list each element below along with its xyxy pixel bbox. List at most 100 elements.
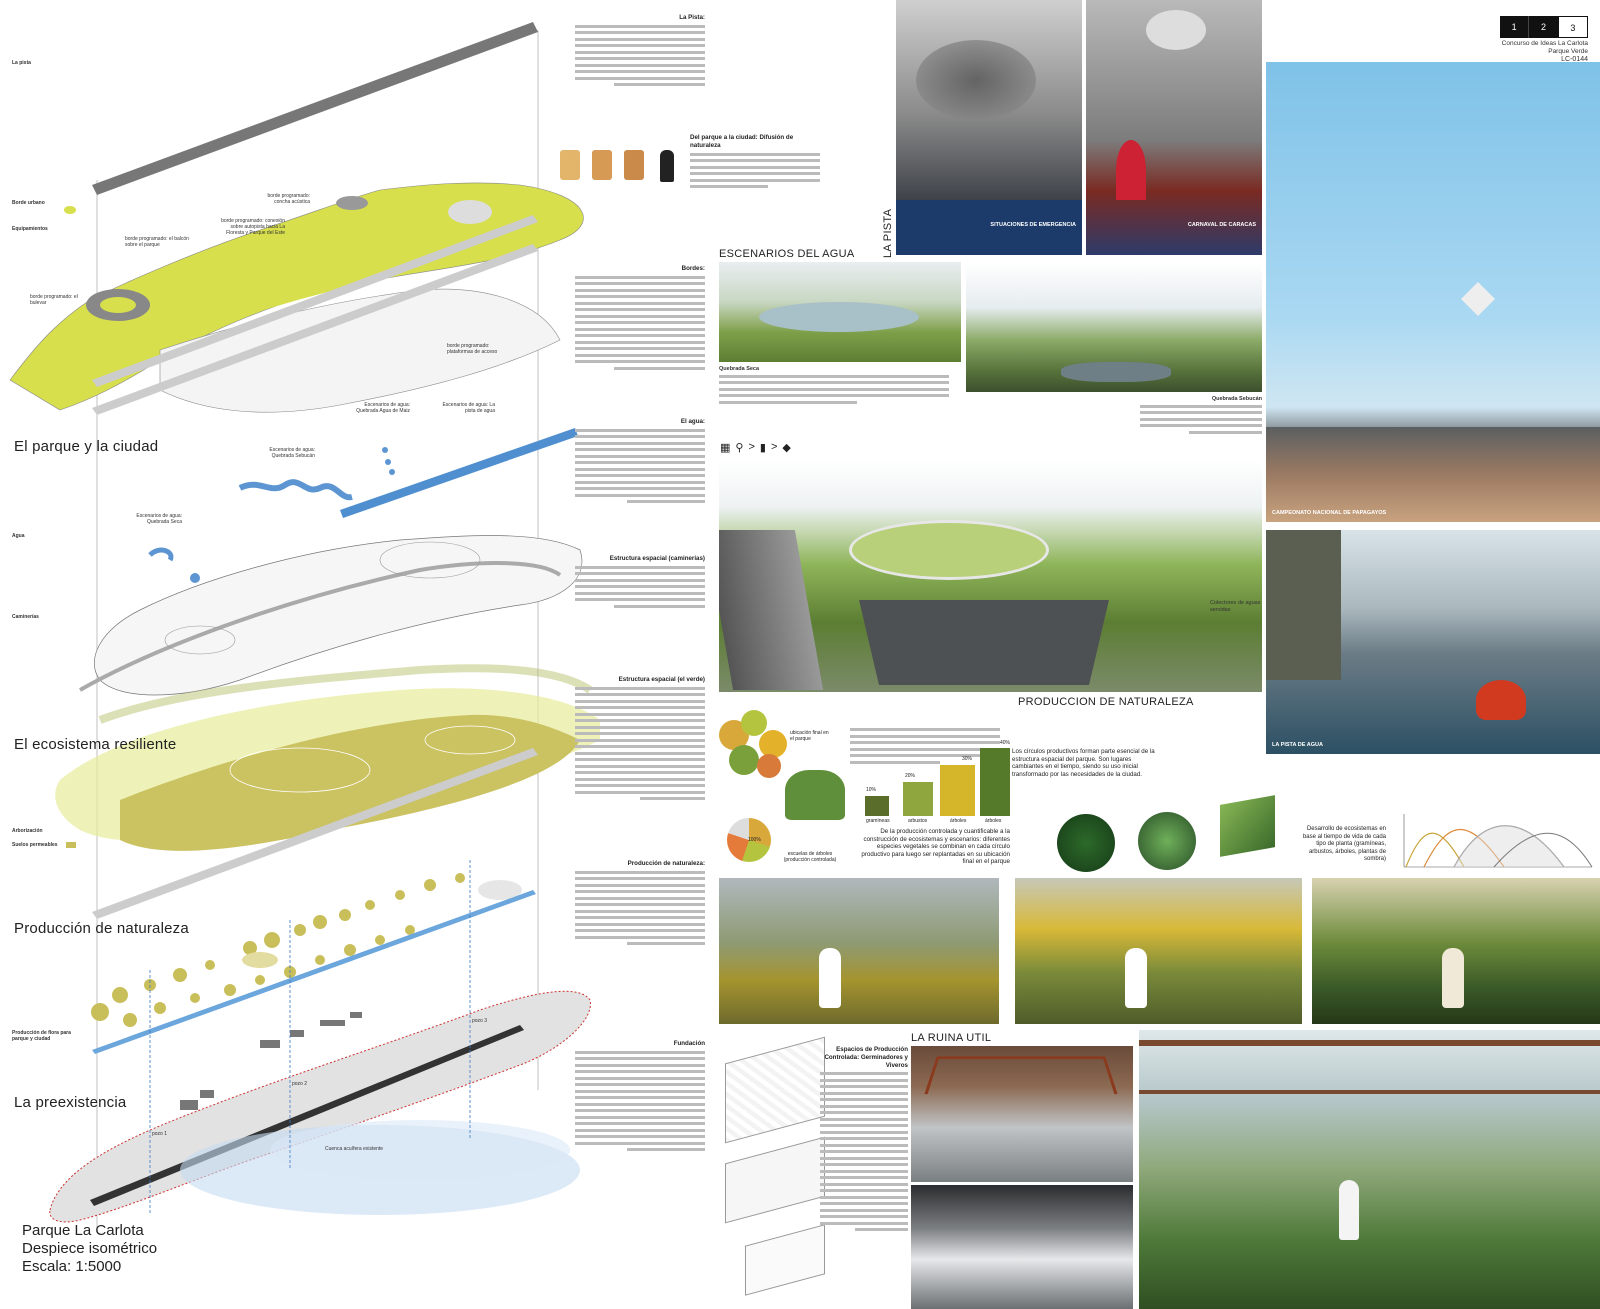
caption-carnaval: CARNAVAL DE CARACAS (1187, 222, 1256, 228)
water-channel (859, 600, 1109, 685)
board-subtitle: Despiece isométrico (22, 1240, 158, 1257)
label-plataformas: borde programado: plataformas de acceso (447, 343, 498, 355)
board-scale: Escala: 1:5000 (22, 1258, 122, 1275)
caption-pista-agua: LA PISTA DE AGUA (1272, 741, 1323, 748)
para-bordes: Bordes: (575, 265, 705, 373)
text-primeras-lines (850, 728, 1000, 764)
greater-than-icon: > (748, 441, 755, 453)
kayak-person (1476, 680, 1526, 720)
label-pozo1: pozo 1 (152, 1131, 168, 1137)
isometric-diagram: El parque y la ciudad El ecosistema resi… (0, 0, 600, 1309)
para-bordes-lines (575, 275, 705, 370)
para-espacios-title: Espacios de Producción Controlada: Germi… (824, 1046, 908, 1069)
para-difusion-title: Del parque a la ciudad: Difusión de natu… (690, 134, 794, 149)
legend-swatch-olive (66, 842, 76, 848)
sacks-illustration (560, 150, 685, 190)
photo-carnaval: CARNAVAL DE CARACAS (1086, 0, 1262, 255)
page-tab-1[interactable]: 1 (1500, 16, 1529, 38)
page-tab-2[interactable]: 2 (1528, 16, 1558, 38)
caption-quebrada-seca: Quebrada Seca (719, 366, 760, 372)
road-shape (719, 530, 824, 690)
para-estructura-title: Estructura espacial (caminerías) (609, 555, 705, 562)
para-estructura-lines (575, 565, 705, 608)
para-pista-title: La Pista: (679, 14, 705, 21)
label-autopista: borde programado: conexión sobre autopis… (221, 218, 285, 236)
plant-circle (741, 710, 767, 736)
section-title-produccion: PRODUCCION DE NATURALEZA (1018, 696, 1194, 708)
legend-suelos: Suelos permeables (12, 842, 58, 848)
caption-block-seca: Quebrada Seca (719, 366, 949, 407)
costume-shape (1116, 140, 1146, 200)
seed-sack-icon (592, 150, 612, 180)
section-label-la-pista-wrap: LA PISTA (882, 200, 896, 260)
plants-cluster-diagram (719, 710, 789, 780)
label-seca: Escenarios de agua: Quebrada Seca (136, 513, 182, 525)
para-espacios-lines (820, 1072, 908, 1232)
label-arboles-1: árboles (950, 818, 967, 824)
render-pista-section (719, 460, 1262, 692)
label-30: 30% (962, 756, 973, 762)
layer-title-produccion: Producción de naturaleza (14, 920, 189, 937)
circle-aerial-3 (1220, 795, 1275, 857)
para-fundacion-lines (575, 1050, 705, 1152)
para-pista-lines (575, 24, 705, 87)
photo-pista-agua: LA PISTA DE AGUA (1266, 530, 1600, 754)
para-produccion-title: Producción de naturaleza: (627, 860, 705, 867)
render-produccion-2 (1015, 878, 1302, 1024)
label-sebucan: Escenarios de agua: Quebrada Sebucán (269, 447, 315, 459)
axon-greenhouse-3 (745, 1224, 825, 1296)
seed-sack-icon (624, 150, 644, 180)
section-title-la-pista: LA PISTA (882, 208, 894, 258)
layer-title-ecosistema: El ecosistema resiliente (14, 736, 177, 753)
para-verde-title: Estructura espacial (el verde) (618, 676, 705, 683)
caption-block-sebucan: Quebrada Sebucán (1140, 396, 1262, 437)
label-40: 40% (1000, 740, 1011, 746)
competition-block: Concurso de Ideas La Carlota Parque Verd… (1460, 40, 1588, 64)
ecosystem-development-chart (1403, 814, 1593, 868)
section-title-escenarios: ESCENARIOS DEL AGUA (719, 248, 855, 260)
caption-colectores: Colectores de aguas servidas (1210, 600, 1261, 613)
tree-planter (785, 770, 845, 820)
photo-cloud (916, 40, 1036, 120)
competition-title: Concurso de Ideas La Carlota (1501, 40, 1588, 47)
render-produccion-3 (1312, 878, 1600, 1024)
legend-agua: Agua (12, 533, 25, 539)
competition-code: LC-0144 (1561, 56, 1588, 63)
legend-flora: Producción de flora para parque y ciudad (12, 1030, 71, 1042)
photo-quebrada-sebucan (966, 262, 1262, 392)
pie-diagram (727, 818, 771, 862)
circle-aerial-2 (1138, 812, 1196, 870)
caption-papagayo: CAMPEONATO NACIONAL DE PAPAGAYOS (1272, 509, 1387, 516)
seed-sack-icon (560, 150, 580, 180)
mobility-icons: ▦ ⚲ > ▮ > ◆ (720, 440, 791, 454)
caption-ubicacion: ubicación final en el parque (790, 730, 829, 742)
text-circulos: Los círculos productivos forman parte es… (1012, 748, 1155, 778)
board-title-block: Parque La Carlota Despiece isométrico Es… (22, 1222, 157, 1276)
para-verde-lines (575, 686, 705, 801)
label-20: 20% (905, 773, 916, 779)
greater-than-icon: > (770, 441, 778, 453)
label-pista-agua: Escenarios de agua: La pista de agua (442, 402, 495, 414)
label-acuifero: Cuenca acuífera existente (325, 1146, 384, 1152)
photo-emergencia: SITUACIONES DE EMERGENCIA (896, 0, 1082, 255)
photo-quebrada-seca (719, 262, 961, 362)
page-tab-3[interactable]: 3 (1557, 16, 1588, 38)
photo-crowd (896, 200, 1082, 255)
section-title-ruina: LA RUINA UTIL (911, 1032, 992, 1044)
truss-beam (1139, 1090, 1600, 1094)
axon-greenhouse-1 (725, 1036, 825, 1144)
para-fundacion-title: Fundación (673, 1040, 705, 1047)
pedestrian-crossing-icon: ▦ (720, 441, 731, 454)
legend-pista: La pista (12, 60, 31, 66)
bar-arboles1 (940, 765, 975, 816)
render-produccion-1 (719, 878, 999, 1024)
photo-crowd-kites (1266, 427, 1600, 522)
para-produccion-lines (575, 870, 705, 946)
para-difusion: Del parque a la ciudad: Difusión de natu… (690, 134, 820, 192)
walking-person-icon (660, 150, 674, 182)
isometric-svg (9, 22, 600, 1230)
page-tabs: 1 2 3 (1500, 16, 1588, 38)
wall-shape (1266, 530, 1341, 680)
para-verde: Estructura espacial (el verde) (575, 676, 705, 804)
text-desarrollo: Desarrollo de ecosistemas en base al tie… (1302, 826, 1386, 862)
